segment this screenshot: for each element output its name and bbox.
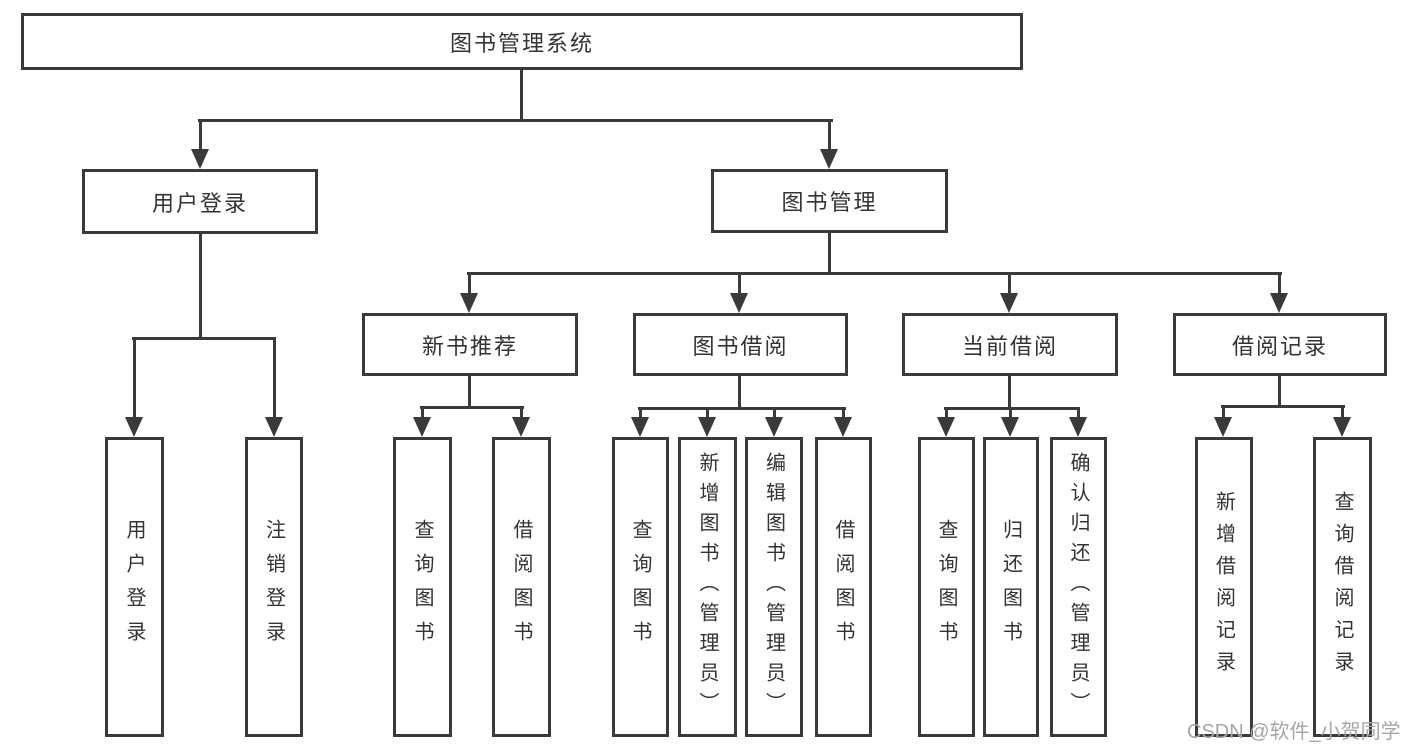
arrowhead-down-icon <box>125 417 143 437</box>
connector-line-vertical <box>1008 376 1011 410</box>
arrowhead-down-icon <box>765 417 783 437</box>
connector-line-vertical <box>1278 376 1281 408</box>
connector-line-vertical <box>1278 272 1281 297</box>
connector-line-vertical <box>738 376 741 410</box>
connector-line-vertical <box>468 376 471 409</box>
node-label: 图书管理 <box>781 190 878 215</box>
node-label: 当前借阅 <box>961 333 1058 359</box>
connector-line-vertical <box>828 233 831 275</box>
node-label: 图书管理系统 <box>449 30 594 56</box>
node-current-borrowing: 当前借阅 <box>902 313 1118 376</box>
arrowhead-down-icon <box>1333 417 1351 437</box>
node-label: 确认归还（管理员） <box>1067 452 1089 722</box>
node-label: 借阅图书 <box>510 519 532 655</box>
arrowhead-down-icon <box>820 149 838 169</box>
arrowhead-down-icon <box>937 417 955 437</box>
arrowhead-down-icon <box>460 293 478 313</box>
node-leaf-user-login: 用户登录 <box>105 437 164 737</box>
connector-line-horizontal <box>944 407 1080 410</box>
connector-line-vertical <box>133 337 136 421</box>
connector-line-horizontal <box>198 119 833 122</box>
node-label: 编辑图书（管理员） <box>762 452 785 722</box>
node-leaf-add-book: 新增图书（管理员） <box>678 437 737 737</box>
connector-line-vertical <box>421 406 424 421</box>
connector-line-vertical <box>520 69 523 122</box>
connector-line-horizontal <box>638 407 846 410</box>
connector-line-vertical <box>773 407 776 421</box>
arrowhead-down-icon <box>631 417 649 437</box>
connector-line-vertical <box>199 234 202 340</box>
connector-line-vertical <box>639 407 642 421</box>
connector-line-vertical <box>1077 407 1080 421</box>
node-leaf-borrow-book-bor: 借阅图书 <box>815 437 872 737</box>
node-user-login: 用户登录 <box>82 169 318 234</box>
node-label: 查询借阅记录 <box>1331 491 1353 683</box>
node-leaf-query-book-rec: 查询图书 <box>393 437 452 737</box>
node-label: 查询图书 <box>629 519 651 655</box>
node-label: 图书借阅 <box>692 333 789 359</box>
arrowhead-down-icon <box>834 417 852 437</box>
arrowhead-down-icon <box>1001 417 1019 437</box>
node-leaf-logout: 注销登录 <box>245 437 303 737</box>
arrowhead-down-icon <box>413 417 431 437</box>
arrowhead-down-icon <box>191 149 209 169</box>
node-label: 新书推荐 <box>421 333 518 359</box>
node-label: 借阅图书 <box>832 519 854 655</box>
arrowhead-down-icon <box>698 417 716 437</box>
connector-line-vertical <box>738 272 741 297</box>
arrowhead-down-icon <box>1000 293 1018 313</box>
node-label: 用户登录 <box>151 190 248 216</box>
node-leaf-return-book: 归还图书 <box>983 437 1039 737</box>
node-leaf-borrow-book-rec: 借阅图书 <box>492 437 551 737</box>
watermark: CSDN @软件_小贺同学 <box>1187 721 1401 743</box>
connector-line-vertical <box>1009 407 1012 421</box>
node-borrowing-records: 借阅记录 <box>1173 313 1387 376</box>
node-label: 借阅记录 <box>1231 333 1328 359</box>
node-label: 查询图书 <box>935 519 957 655</box>
node-leaf-add-borrow-record: 新增借阅记录 <box>1195 437 1253 737</box>
connector-line-vertical <box>199 119 202 153</box>
arrowhead-down-icon <box>265 417 283 437</box>
connector-line-vertical <box>468 272 471 297</box>
connector-line-horizontal <box>467 272 1282 275</box>
connector-line-vertical <box>828 119 831 153</box>
connector-line-vertical <box>945 407 948 421</box>
connector-line-horizontal <box>420 406 524 409</box>
node-leaf-query-book-cur: 查询图书 <box>918 437 975 737</box>
connector-line-vertical <box>273 337 276 421</box>
node-label: 归还图书 <box>999 519 1022 655</box>
node-leaf-confirm-return: 确认归还（管理员） <box>1050 437 1107 737</box>
node-label: 新增图书（管理员） <box>696 452 718 722</box>
node-label: 用户登录 <box>123 519 145 655</box>
node-book-borrowing: 图书借阅 <box>633 313 848 376</box>
node-label: 查询图书 <box>411 519 433 655</box>
connector-line-vertical <box>842 407 845 421</box>
node-leaf-query-book-bor: 查询图书 <box>612 437 669 737</box>
node-label: 注销登录 <box>262 519 285 655</box>
arrowhead-down-icon <box>1214 417 1232 437</box>
node-leaf-edit-book: 编辑图书（管理员） <box>745 437 803 737</box>
arrowhead-down-icon <box>730 293 748 313</box>
connector-line-vertical <box>1222 405 1225 421</box>
connector-line-vertical <box>520 406 523 421</box>
node-book-management: 图书管理 <box>711 169 948 233</box>
node-root: 图书管理系统 <box>21 13 1023 70</box>
node-new-book-recommend: 新书推荐 <box>362 313 578 376</box>
arrowhead-down-icon <box>1270 293 1288 313</box>
connector-line-horizontal <box>132 337 276 340</box>
connector-line-horizontal <box>1221 405 1345 408</box>
connector-line-vertical <box>1341 405 1344 421</box>
connector-line-vertical <box>706 407 709 421</box>
arrowhead-down-icon <box>1069 417 1087 437</box>
connector-line-vertical <box>1008 272 1011 297</box>
node-leaf-query-borrow-record: 查询借阅记录 <box>1313 437 1372 737</box>
node-label: 新增借阅记录 <box>1212 491 1235 683</box>
arrowhead-down-icon <box>512 417 530 437</box>
